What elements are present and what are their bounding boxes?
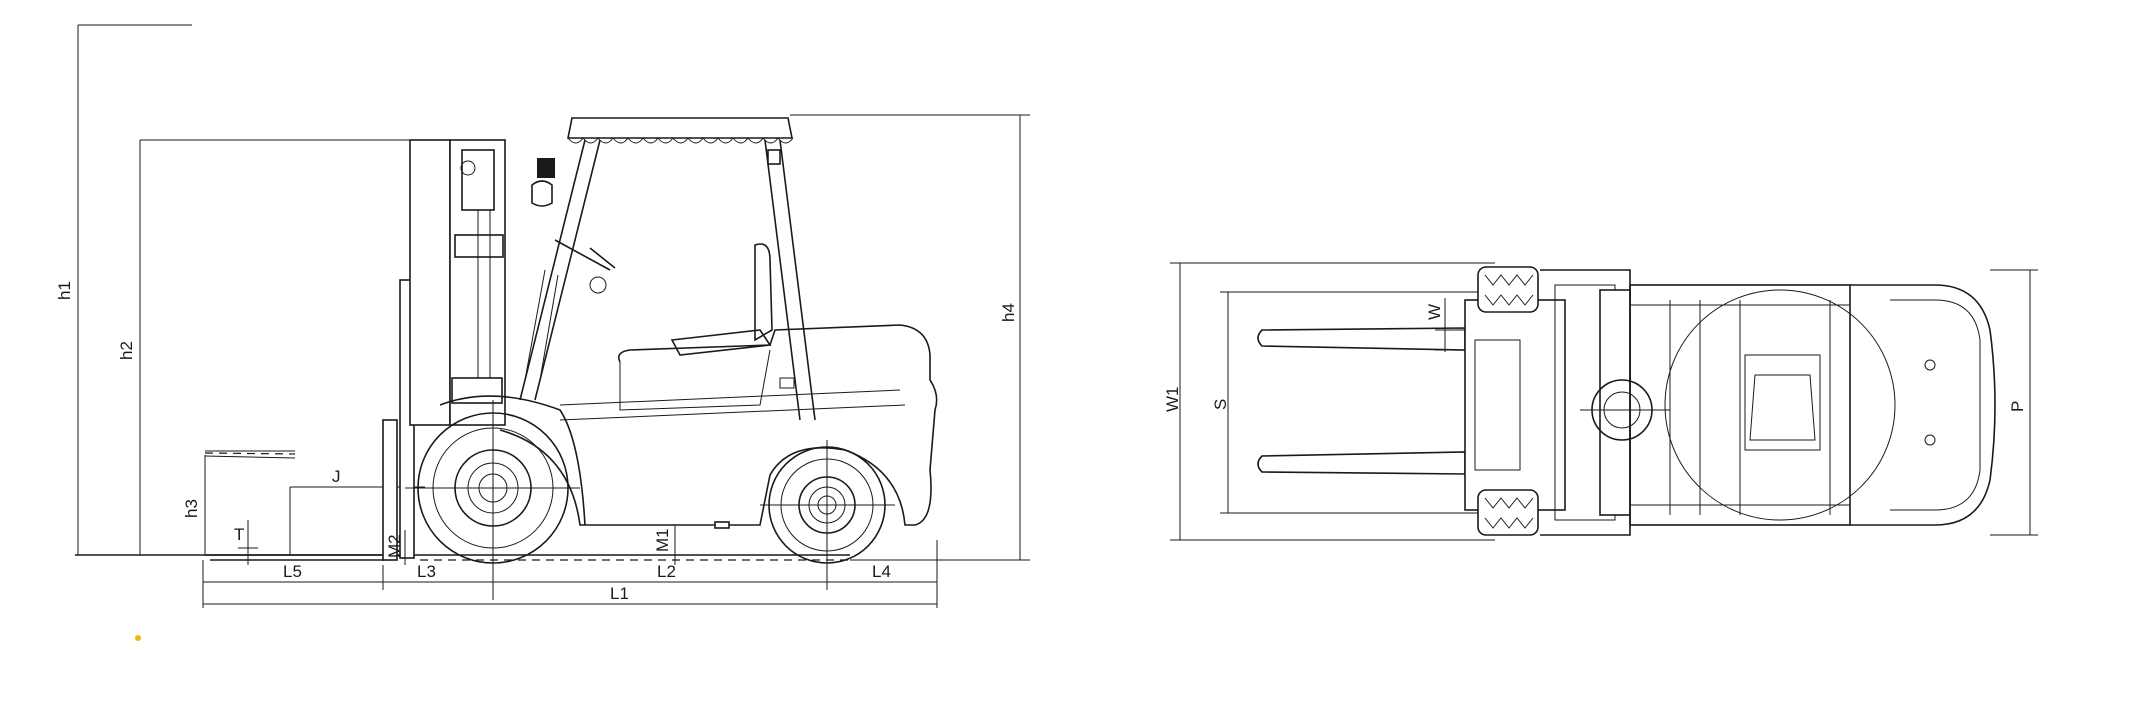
label-W: W <box>1425 304 1444 320</box>
carriage-plate <box>1464 299 1566 511</box>
label-P: P <box>2008 401 2027 412</box>
seat <box>670 243 773 356</box>
horizontal-dimensions-upper: L5 L3 L2 L4 <box>202 540 938 608</box>
horizontal-dimension-l1: L1 <box>203 584 937 605</box>
label-T: T <box>234 525 244 544</box>
label-L1: L1 <box>610 584 629 603</box>
label-h2: h2 <box>117 341 136 360</box>
h1-dimension: h1 <box>55 24 192 555</box>
m1-dimension: M1 <box>653 525 676 565</box>
warning-light <box>531 158 555 207</box>
rear-wheel <box>760 440 895 570</box>
h3-dimension: h3 <box>182 455 206 555</box>
label-L2: L2 <box>657 562 676 581</box>
counterweight-top <box>1850 284 1996 526</box>
label-h4: h4 <box>999 303 1018 322</box>
top-forks <box>1257 327 1466 475</box>
overhead-guard <box>519 117 816 421</box>
h4-dimension: h4 <box>790 114 1030 561</box>
t-dimension: T <box>234 520 258 565</box>
p-dimension: P <box>1990 269 2038 536</box>
s-dimension: S <box>1211 291 1495 514</box>
truck-body <box>499 324 938 529</box>
w1-dimension: W1 <box>1163 262 1495 541</box>
label-L4: L4 <box>872 562 891 581</box>
m2-dimension: M2 <box>385 530 406 565</box>
side-view: h1 h2 h3 T J <box>55 24 1030 608</box>
label-L5: L5 <box>283 562 302 581</box>
label-L3: L3 <box>417 562 436 581</box>
h2-dimension: h2 <box>117 139 455 555</box>
label-M2: M2 <box>385 534 404 558</box>
top-view: W1 S W <box>1163 262 2038 541</box>
steering-wheel <box>524 239 616 381</box>
front-tires-top <box>1477 266 1539 536</box>
operator-compartment-top <box>1629 284 1896 526</box>
raised-fork <box>204 450 296 459</box>
label-M1: M1 <box>653 528 672 552</box>
label-h3: h3 <box>182 499 201 518</box>
label-W1: W1 <box>1163 387 1182 413</box>
lower-fork <box>205 554 385 561</box>
accent-dot <box>135 635 141 641</box>
label-S: S <box>1211 399 1230 410</box>
front-wheel <box>405 395 586 575</box>
label-h1: h1 <box>55 281 74 300</box>
label-J: J <box>332 467 341 486</box>
mast <box>382 139 506 561</box>
